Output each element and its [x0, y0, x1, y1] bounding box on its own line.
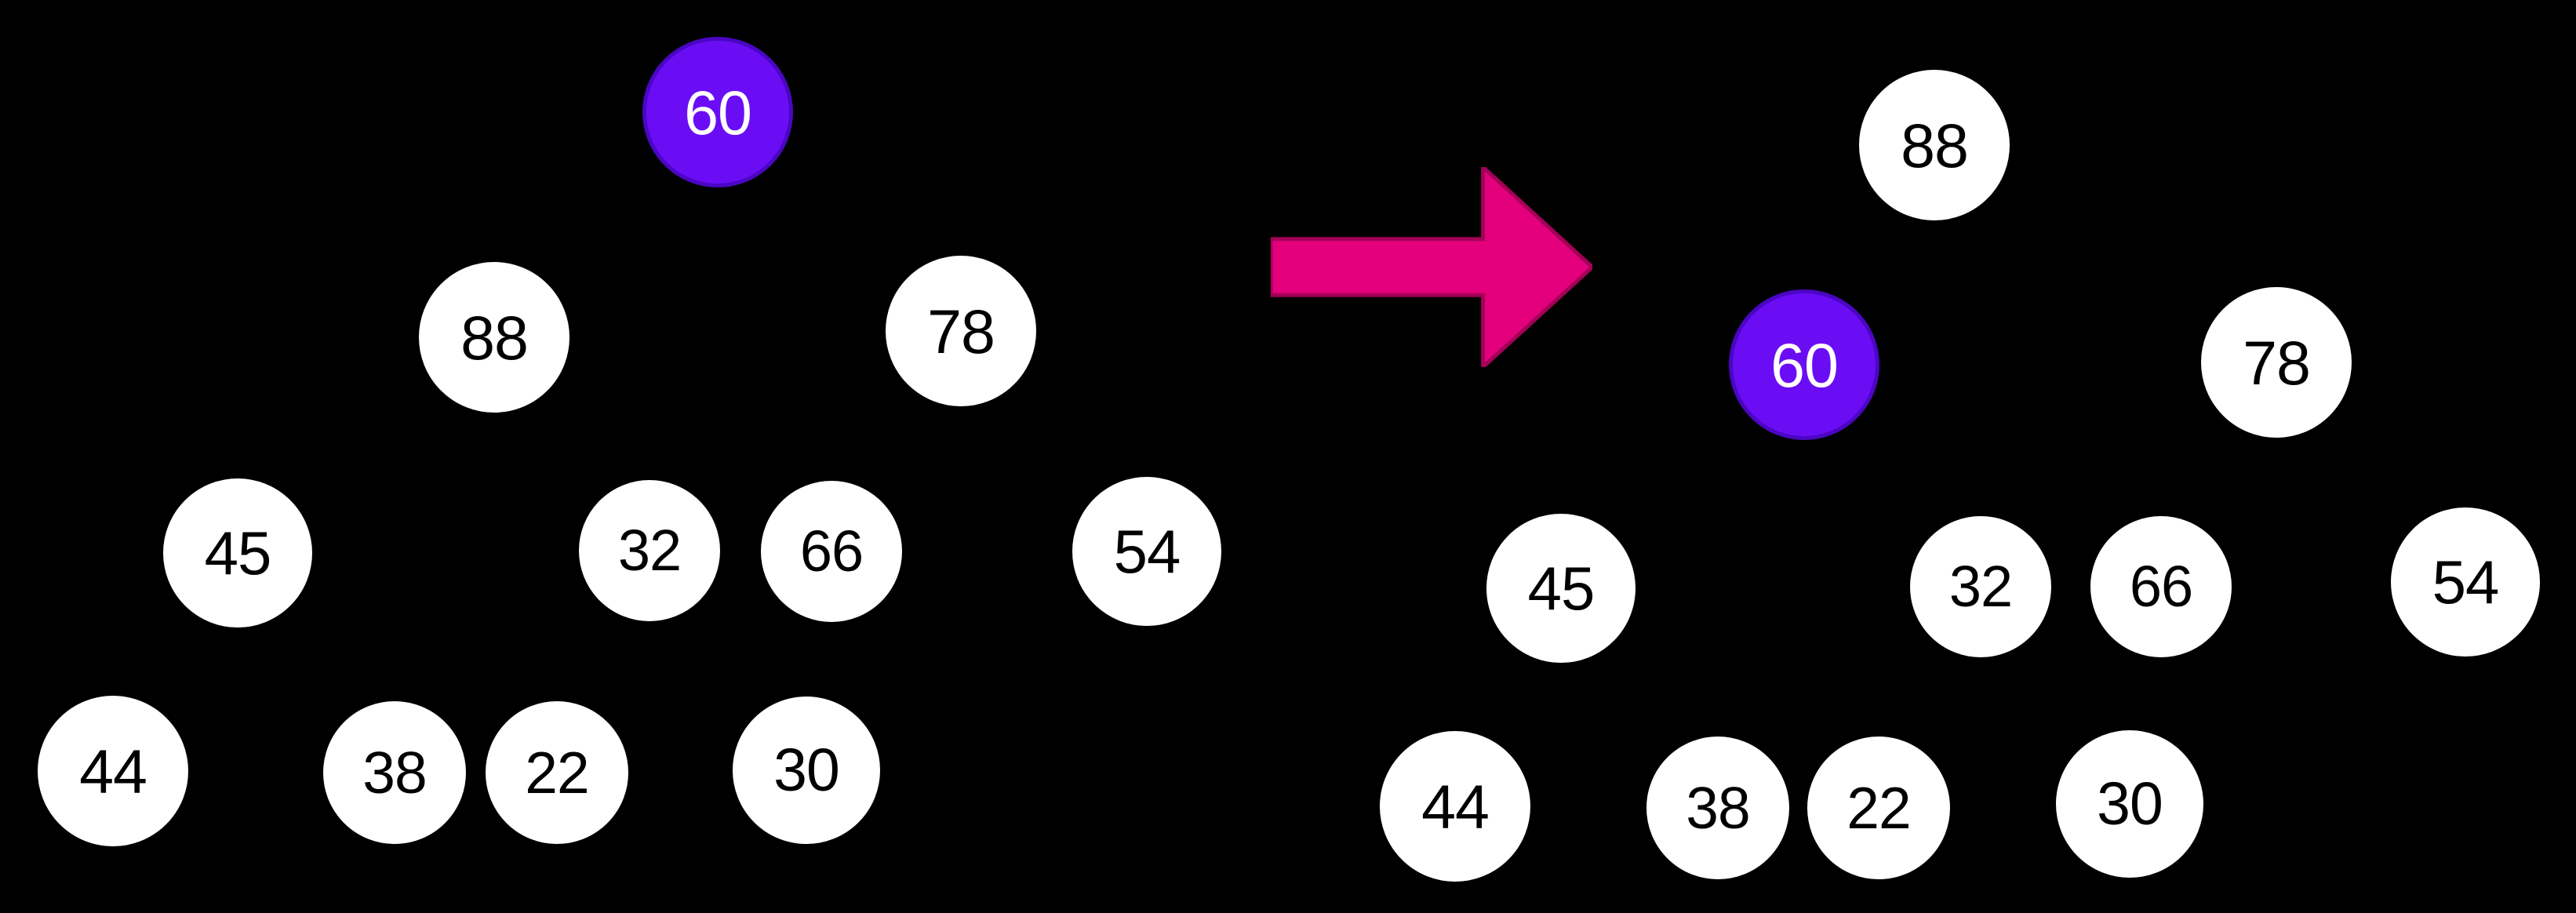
heap-node-label: 88	[460, 302, 529, 373]
heap-node-78[interactable]: 78	[886, 256, 1036, 406]
heap-node-45[interactable]: 45	[1486, 514, 1635, 663]
heap-node-label: 44	[1421, 771, 1490, 842]
arrow-icon	[1271, 167, 1592, 367]
heap-node-66[interactable]: 66	[761, 481, 902, 622]
heap-node-38[interactable]: 38	[1646, 737, 1789, 879]
heap-node-32[interactable]: 32	[579, 480, 720, 621]
heap-node-22[interactable]: 22	[1807, 737, 1950, 879]
heap-node-45[interactable]: 45	[163, 478, 312, 627]
heap-node-label: 30	[2097, 769, 2163, 838]
heap-node-54[interactable]: 54	[2391, 507, 2540, 657]
heap-node-38[interactable]: 38	[323, 701, 466, 844]
heap-node-54[interactable]: 54	[1072, 477, 1221, 626]
heap-node-22[interactable]: 22	[486, 701, 628, 844]
heap-node-label: 38	[1686, 774, 1750, 841]
heap-node-label: 32	[1948, 554, 2013, 619]
heap-node-label: 66	[799, 518, 864, 584]
heap-node-44[interactable]: 44	[38, 696, 188, 846]
heap-node-60[interactable]: 60	[642, 37, 793, 187]
heap-node-label: 38	[362, 739, 427, 806]
heap-node-label: 22	[1846, 774, 1911, 841]
heap-node-label: 78	[927, 296, 995, 366]
heap-node-label: 66	[2129, 554, 2193, 619]
heap-node-32[interactable]: 32	[1910, 516, 2051, 657]
heap-node-label: 32	[617, 518, 682, 583]
transition-arrow	[1271, 167, 1592, 367]
heap-node-label: 30	[773, 736, 840, 804]
heap-node-label: 60	[1770, 329, 1839, 400]
heap-node-label: 60	[684, 77, 752, 147]
heap-node-label: 44	[79, 736, 147, 806]
heap-node-label: 78	[2243, 327, 2311, 398]
heap-node-30[interactable]: 30	[733, 697, 880, 844]
heap-node-78[interactable]: 78	[2201, 287, 2352, 438]
heap-node-66[interactable]: 66	[2090, 516, 2232, 657]
heap-node-label: 45	[1527, 554, 1595, 623]
heap-node-60[interactable]: 60	[1729, 289, 1879, 440]
heap-node-label: 45	[204, 518, 272, 587]
heap-node-44[interactable]: 44	[1380, 731, 1530, 882]
heap-node-label: 22	[525, 739, 589, 806]
heap-node-label: 88	[1901, 110, 1969, 180]
heap-node-label: 54	[2432, 547, 2500, 617]
heap-node-88[interactable]: 88	[419, 262, 569, 413]
heap-node-88[interactable]: 88	[1859, 70, 2010, 220]
heap-node-label: 54	[1113, 517, 1181, 586]
heap-node-30[interactable]: 30	[2056, 730, 2203, 878]
